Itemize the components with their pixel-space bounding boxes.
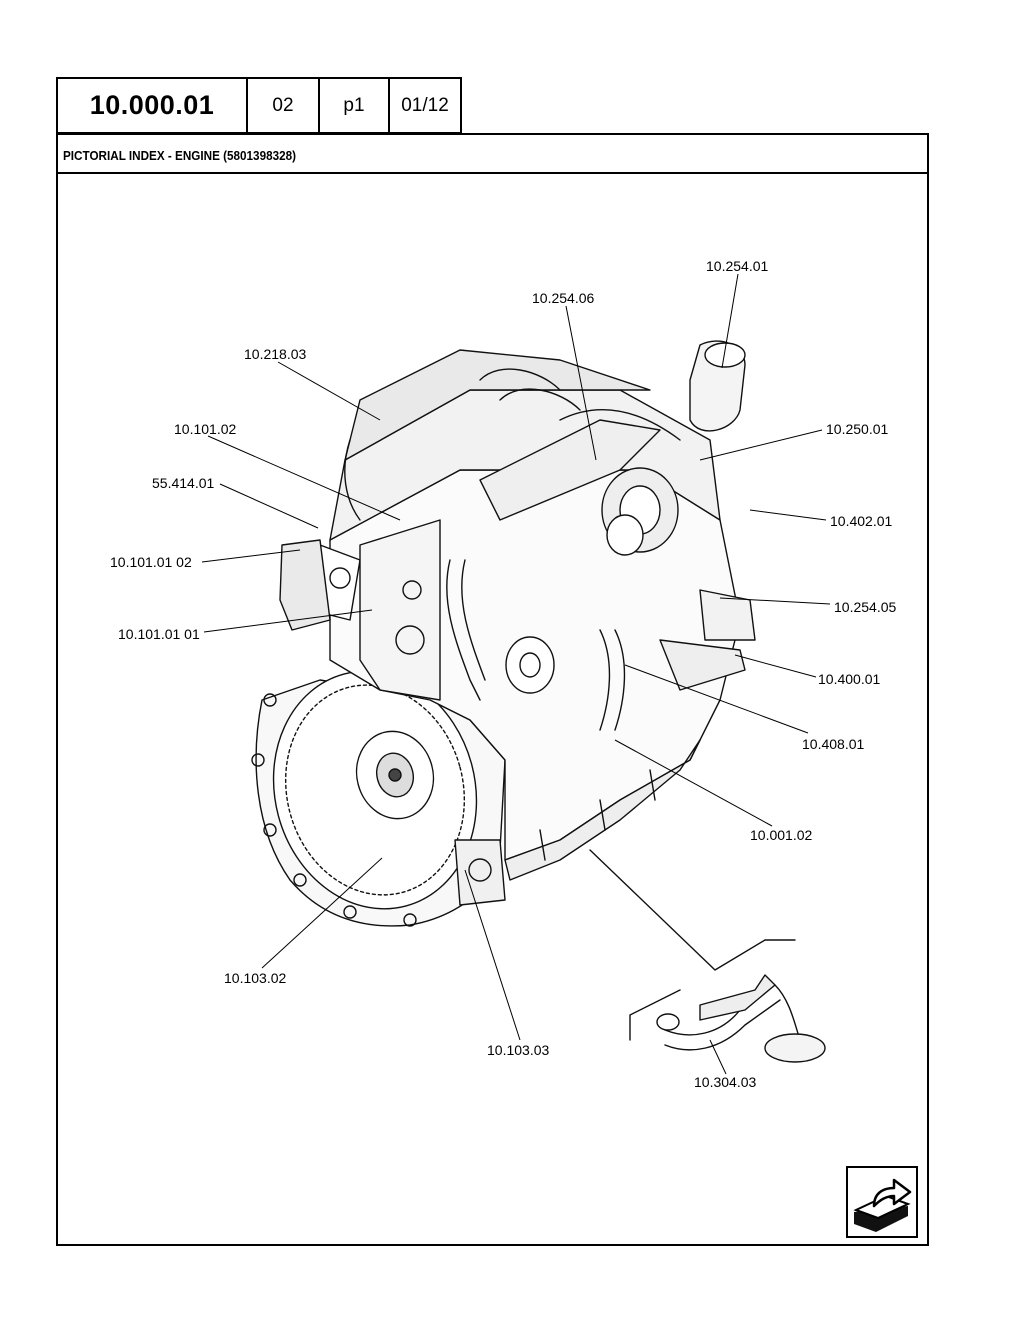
engine-mount <box>279 539 331 631</box>
callout-10-103-03[interactable]: 10.103.03 <box>487 1042 550 1058</box>
title-bar: PICTORIAL INDEX - ENGINE (5801398328) <box>58 135 927 174</box>
callout-10-101-02[interactable]: 10.101.02 <box>174 421 237 437</box>
flywheel-ring <box>272 670 478 910</box>
flywheel-hub <box>355 730 435 820</box>
callout-10-250-01[interactable]: 10.250.01 <box>826 421 889 437</box>
callout-10-103-02[interactable]: 10.103.02 <box>224 970 287 986</box>
callout-10-254-01[interactable]: 10.254.01 <box>706 258 769 274</box>
page-title: PICTORIAL INDEX - ENGINE (5801398328) <box>63 148 297 163</box>
callout-10-101-01-02[interactable]: 10.101.01 02 <box>110 554 192 570</box>
callout-10-400-01[interactable]: 10.400.01 <box>818 671 881 687</box>
oil-strainer <box>764 1033 826 1063</box>
valve-cover <box>344 349 651 461</box>
callout-10-408-01[interactable]: 10.408.01 <box>802 736 865 752</box>
content-frame: PICTORIAL INDEX - ENGINE (5801398328) <box>56 133 929 1246</box>
callout-10-402-01[interactable]: 10.402.01 <box>830 513 893 529</box>
side-flange <box>454 839 506 906</box>
callout-10-218-03[interactable]: 10.218.03 <box>244 346 307 362</box>
callout-10-254-05[interactable]: 10.254.05 <box>834 599 897 615</box>
callout-10-001-02[interactable]: 10.001.02 <box>750 827 813 843</box>
callout-55-414-01[interactable]: 55.414.01 <box>152 475 215 491</box>
next-page-arrow-icon[interactable] <box>846 1166 918 1238</box>
callout-10-101-01-01[interactable]: 10.101.01 01 <box>118 626 200 642</box>
callout-10-304-03[interactable]: 10.304.03 <box>694 1074 757 1090</box>
callout-10-254-06[interactable]: 10.254.06 <box>532 290 595 306</box>
oil-sump <box>504 739 701 881</box>
intake-manifold <box>479 419 661 521</box>
